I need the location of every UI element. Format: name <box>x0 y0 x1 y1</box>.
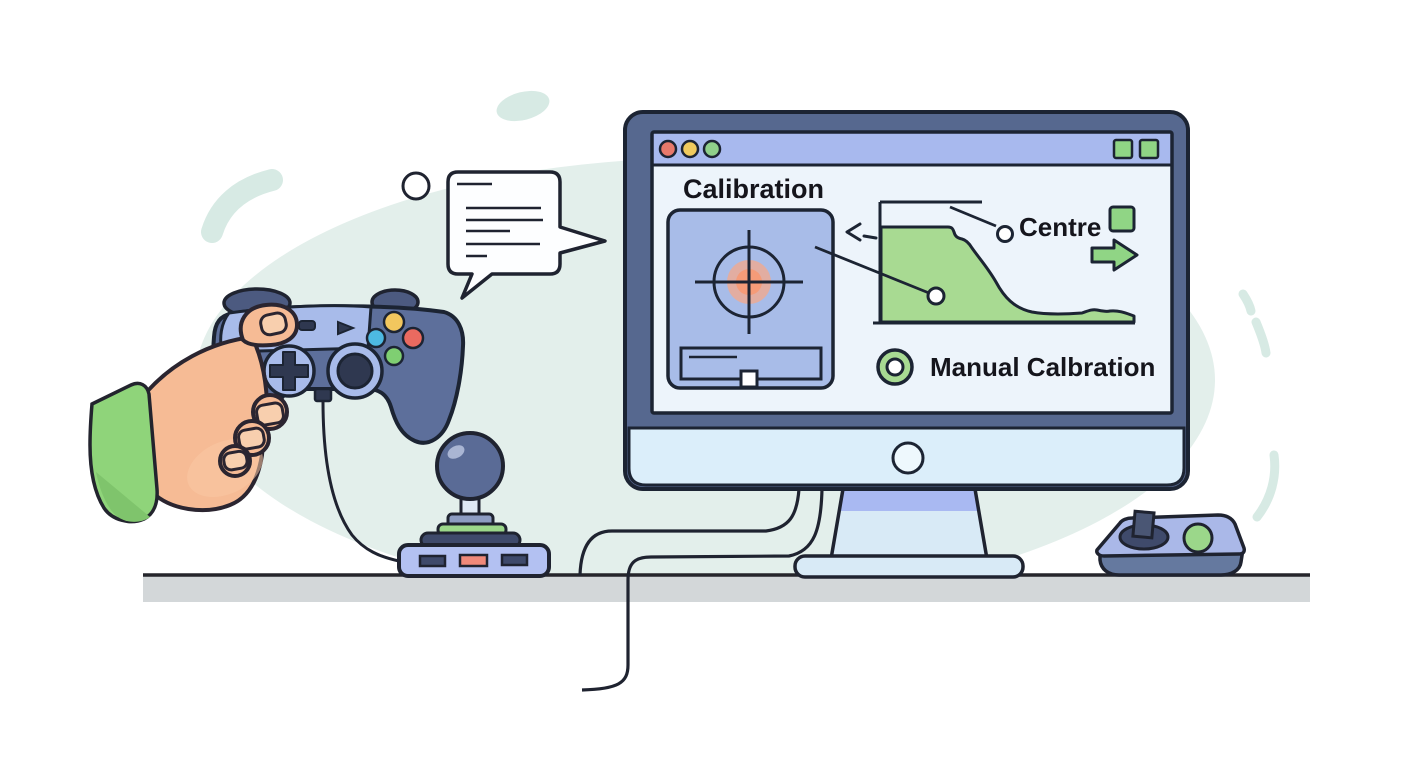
joystick-base-button-2 <box>458 553 489 568</box>
mint-blob-small <box>496 90 550 122</box>
button-red <box>401 326 425 350</box>
finger-2-nail <box>237 426 266 451</box>
window-zoom-button[interactable] <box>702 139 722 159</box>
mini-controller <box>1095 509 1246 577</box>
curve-marker-dot <box>926 286 946 306</box>
next-arrow-button[interactable] <box>1090 238 1139 272</box>
cables <box>578 488 824 692</box>
button-blue <box>365 327 387 349</box>
bubble-body <box>446 170 607 300</box>
legend-square <box>1108 205 1136 233</box>
mint-dash-2 <box>1251 317 1271 358</box>
select-button <box>298 320 316 331</box>
hand <box>88 302 300 524</box>
slider-handle[interactable] <box>739 369 759 389</box>
window-close-button[interactable] <box>658 139 678 159</box>
window-titlebar <box>652 132 1172 165</box>
calibration-target-panel <box>666 208 835 390</box>
window-control-square-2[interactable] <box>1138 138 1160 160</box>
thumb-nail <box>259 311 288 337</box>
desk-surface <box>143 575 1310 602</box>
start-button <box>337 320 356 336</box>
thought-dot <box>401 171 431 201</box>
window-minimize-button[interactable] <box>680 139 700 159</box>
joystick-ball-highlight <box>447 445 465 459</box>
manual-calibration-row: Manual Calbration <box>876 348 1155 386</box>
cable-connector <box>313 387 333 403</box>
bubble-text-lines <box>457 182 543 258</box>
centre-label: Centre <box>1019 212 1101 242</box>
stand-neck-band <box>839 489 979 511</box>
desk <box>143 573 1310 602</box>
chevron-left-icon <box>845 222 862 242</box>
mini-stick <box>1131 509 1156 540</box>
joystick-base-button-1 <box>418 554 447 568</box>
speech-bubble <box>401 170 607 300</box>
finger-1-nail <box>255 401 285 427</box>
monitor-logo-button[interactable] <box>891 441 925 475</box>
calibration-heading: Calibration <box>683 174 824 204</box>
mint-swoosh <box>201 169 283 243</box>
joystick-base-button-3 <box>500 553 529 567</box>
gamepad <box>211 287 466 563</box>
mini-green-button <box>1182 522 1214 554</box>
app-window: Calibration <box>650 130 1174 415</box>
button-yellow <box>382 310 406 334</box>
centre-marker-dot <box>996 225 1014 243</box>
mint-dash-1 <box>1238 289 1256 316</box>
sleeve-shade <box>96 472 150 522</box>
joystick-ball <box>435 431 505 501</box>
monitor-cable-2 <box>581 488 824 692</box>
monitor-cable-1 <box>578 488 801 576</box>
arcade-joystick <box>397 431 551 578</box>
response-curve-chart: Centre <box>814 200 1139 325</box>
mint-dash-3 <box>1252 450 1280 522</box>
annotation-line-curve <box>814 245 930 295</box>
stand-base <box>793 554 1025 579</box>
dpad-cross <box>269 351 309 391</box>
gamepad-cable <box>321 400 400 563</box>
analog-stick <box>336 352 374 390</box>
monitor: Calibration <box>623 110 1190 491</box>
button-green <box>383 345 405 367</box>
manual-calibration-label: Manual Calbration <box>930 352 1155 382</box>
annotation-line-centre <box>949 205 997 228</box>
finger-3-nail <box>222 449 249 472</box>
window-control-square-1[interactable] <box>1112 138 1134 160</box>
monitor-stand <box>793 487 1025 579</box>
